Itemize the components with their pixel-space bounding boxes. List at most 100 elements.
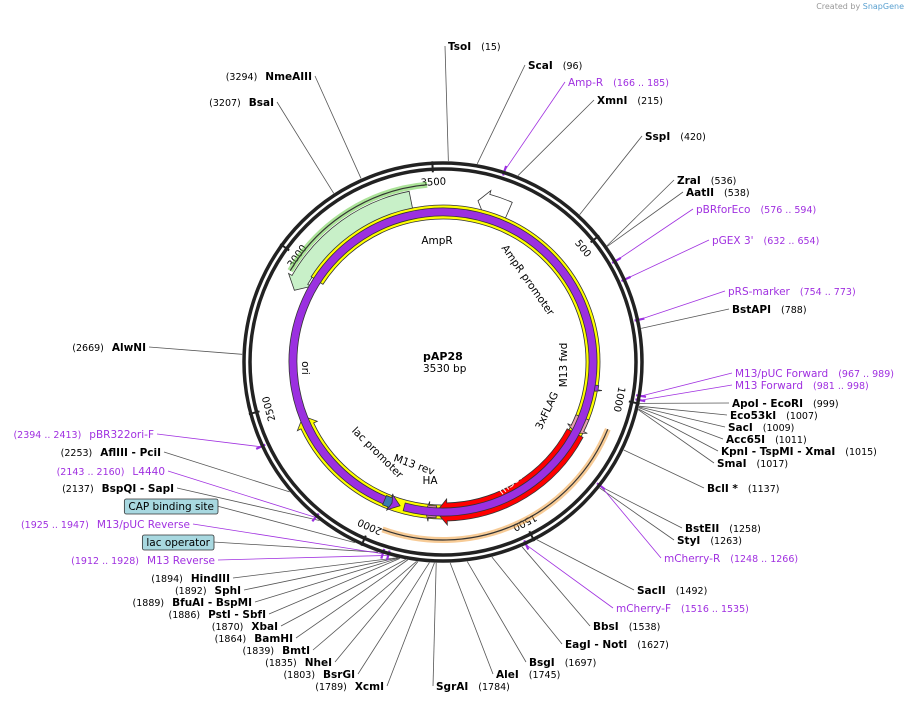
site-name: BsgI (529, 657, 555, 669)
tick-mark (279, 243, 290, 252)
site-position: (1263) (710, 536, 742, 547)
site-name: Eco53kI (730, 410, 776, 422)
site-group: TsoI(15) (448, 41, 501, 53)
site-position: (1492) (676, 586, 708, 597)
site-position: (1789) (315, 682, 347, 693)
site-position: (2253) (61, 448, 93, 459)
site-group: AlwNI (2669) (72, 342, 146, 354)
site-name: pGEX 3' (712, 235, 754, 247)
site-name: TsoI (448, 41, 471, 53)
site-group: XbaI(1870) (212, 621, 278, 633)
site-group: ApoI - EcoRI(999) (732, 398, 839, 410)
site-position: (215) (637, 96, 663, 107)
site-name: AlwNI (112, 342, 146, 354)
site-position: (1912 .. 1928) (71, 556, 139, 567)
site-position: (1864) (215, 634, 247, 645)
tick-label: 500 (572, 238, 593, 260)
site-position: (1925 .. 1947) (21, 520, 89, 531)
feature-label: M13 fwd (558, 343, 570, 388)
leader-line (192, 523, 383, 555)
site-group: BsaI(3207) (209, 97, 274, 109)
feature-arrow (382, 493, 394, 511)
leader-line (638, 409, 715, 464)
site-group: SacII(1492) (637, 585, 707, 597)
site-group: HindIII(1894) (151, 573, 230, 585)
site-position: (1516 .. 1535) (681, 604, 749, 615)
site-name: NmeAIII (265, 71, 312, 83)
site-name: Amp-R (568, 77, 603, 89)
site-group: PstI - SbfI(1886) (168, 609, 266, 621)
leader-line (176, 487, 320, 521)
site-position: (1011) (775, 435, 807, 446)
plasmid-name: pAP28 (423, 350, 463, 363)
site-name: SgrAI (436, 681, 468, 693)
leader-line (444, 45, 449, 162)
site-position: (1889) (133, 598, 165, 609)
site-position: (1784) (478, 682, 510, 693)
leader-line (600, 486, 683, 529)
leader-line (295, 559, 408, 639)
credit-brand: SnapGene (862, 2, 904, 11)
site-group: BmtI(1839) (243, 645, 310, 657)
plasmid-length: 3530 bp (423, 363, 467, 375)
leader-line (491, 556, 563, 645)
site-name: BfuAI - BspMI (172, 597, 252, 609)
site-name: BspQI - SapI (102, 483, 174, 495)
site-position: (1017) (757, 459, 789, 470)
site-position: (1009) (763, 423, 795, 434)
site-name: BamHI (254, 633, 293, 645)
site-position: (2137) (62, 484, 94, 495)
site-position: (1835) (265, 658, 297, 669)
leader-line (639, 290, 726, 320)
site-group: M13/pUC Reverse(1925 .. 1947) (21, 519, 190, 531)
site-group: ZraI(536) (677, 175, 736, 187)
site-position: (1803) (283, 670, 315, 681)
site-name: AatII (686, 187, 714, 199)
site-position: (96) (563, 61, 583, 72)
site-position: (1870) (212, 622, 244, 633)
leader-line (599, 487, 675, 541)
center-label: pAP28 3530 bp (423, 350, 467, 375)
site-position: (1839) (243, 646, 275, 657)
site-name: BsaI (249, 97, 274, 109)
tick-mark (360, 535, 367, 547)
site-name: BstEII (685, 523, 719, 535)
site-name: SacI (728, 422, 753, 434)
site-group: BsrGI(1803) (283, 669, 355, 681)
site-group: pGEX 3'(632 .. 654) (712, 235, 819, 247)
site-group: M13/pUC Forward(967 .. 989) (735, 368, 894, 380)
site-position: (538) (724, 188, 750, 199)
site-group: BbsI(1538) (593, 621, 660, 633)
leader-line (526, 544, 614, 609)
site-position: (1745) (529, 670, 561, 681)
leader-line (600, 486, 662, 559)
site-position: (536) (711, 176, 737, 187)
site-name: StyI (677, 535, 700, 547)
site-position: (1627) (637, 640, 669, 651)
site-position: (2669) (72, 343, 104, 354)
site-position: (2143 .. 2160) (57, 467, 125, 478)
site-position: (1892) (175, 586, 207, 597)
site-position: (981 .. 998) (813, 381, 869, 392)
leader-line (517, 99, 595, 176)
tick-mark (628, 400, 640, 405)
site-group: pRS-marker(754 .. 773) (728, 286, 856, 298)
leader-line (607, 191, 684, 247)
leader-line (212, 541, 379, 553)
site-position: (3294) (226, 72, 258, 83)
site-name: SmaI (717, 458, 747, 470)
site-group: BspQI - SapI (2137) (62, 483, 174, 495)
leader-line (276, 101, 335, 194)
leader-line (334, 561, 419, 663)
site-group: XcmI(1789) (315, 681, 384, 693)
leader-line (357, 562, 430, 675)
site-group: EagI - NotI (1627) (565, 639, 669, 651)
site-group: BamHI (1864) (215, 633, 293, 645)
site-name: pBRforEco (696, 204, 750, 216)
site-name: XmnI (597, 95, 627, 107)
site-name: HindIII (191, 573, 230, 585)
leader-line (268, 557, 401, 615)
feature-label: ori (299, 361, 311, 375)
site-name: EagI - NotI (565, 639, 627, 651)
